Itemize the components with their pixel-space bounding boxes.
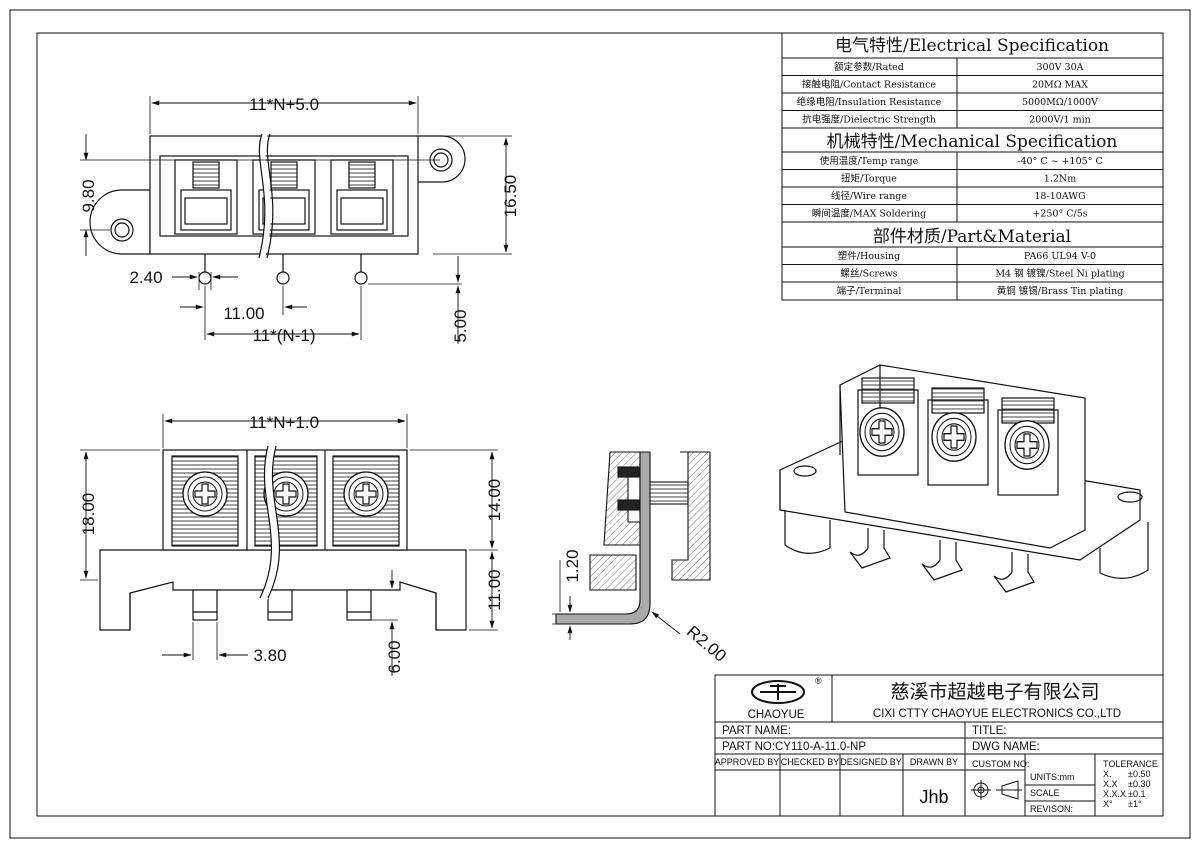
spec-label: 塑件/Housing bbox=[838, 250, 900, 262]
spec-label: 绝缘电阻/Insulation Resistance bbox=[797, 96, 942, 108]
approved-by-label: APPROVED BY bbox=[715, 757, 780, 767]
tolerance-key: X° bbox=[1103, 799, 1113, 809]
dim-section-radius: R2.00 bbox=[683, 622, 730, 666]
dim-pin-diameter: 2.40 bbox=[129, 268, 162, 287]
electrical-spec-title: 电气特性/Electrical Specification bbox=[835, 36, 1109, 56]
custom-no-label: CUSTOM NO: bbox=[972, 759, 1029, 769]
dim-height-1650: 16.50 bbox=[501, 175, 520, 218]
spec-value: 1.2Nm bbox=[1044, 174, 1076, 185]
inner-frame bbox=[36, 32, 1164, 817]
dim-front-width: 11*N+1.0 bbox=[249, 413, 319, 432]
material-spec-title: 部件材质/Part&Material bbox=[873, 227, 1071, 247]
spec-label: 线径/Wire range bbox=[831, 190, 907, 202]
spec-label: 抗电强度/Dielectric Strength bbox=[802, 114, 936, 126]
tolerance-title: TOLERANCE bbox=[1103, 759, 1158, 769]
spec-label: 额定参数/Rated bbox=[834, 61, 904, 73]
spec-label: 螺丝/Screws bbox=[840, 268, 897, 280]
dim-height-980: 9.80 bbox=[79, 179, 98, 212]
part-name-label: PART NAME: bbox=[722, 725, 791, 737]
outer-frame bbox=[9, 9, 1191, 839]
spec-value: PA66 UL94 V-0 bbox=[1024, 251, 1096, 262]
spec-label: 使用温度/Temp range bbox=[820, 155, 919, 167]
spec-label: 扭矩/Torque bbox=[841, 173, 897, 185]
tolerance-key: X. bbox=[1103, 769, 1112, 779]
dim-front-height-18: 18.00 bbox=[79, 493, 98, 536]
tolerance-key: X.X.X bbox=[1103, 789, 1126, 799]
spec-label: 瞬间温度/MAX Soldering bbox=[812, 208, 926, 220]
dim-front-height-11: 11.00 bbox=[485, 569, 504, 610]
svg-text:®: ® bbox=[815, 676, 822, 686]
dim-pin-height-6: 6.00 bbox=[385, 640, 404, 673]
title-label: TITLE: bbox=[972, 725, 1007, 737]
designed-by-label: DESIGNED BY bbox=[840, 757, 902, 767]
company-name-en: CIXI CTTY CHAOYUE ELECTRONICS CO.,LTD bbox=[873, 708, 1121, 720]
dim-front-height-14: 14.00 bbox=[485, 479, 504, 522]
spec-value: -40° C ~ +105° C bbox=[1017, 156, 1102, 167]
spec-value: 黄铜 镀锡/Brass Tin plating bbox=[997, 285, 1124, 297]
tolerance-key: X.X bbox=[1103, 779, 1118, 789]
spec-value: 2000V/1 min bbox=[1029, 115, 1090, 126]
front-view bbox=[80, 414, 498, 676]
dim-pitch-total: 11*(N-1) bbox=[253, 326, 316, 345]
dim-section-thickness: 1.20 bbox=[563, 549, 582, 582]
drawn-by-value: Jhb bbox=[919, 787, 948, 807]
company-logo: ® bbox=[751, 676, 822, 704]
dwg-name-label: DWG NAME: bbox=[972, 741, 1040, 753]
logo-text: CHAOYUE bbox=[748, 709, 805, 721]
part-no-label: PART NO:CY110-A-11.0-NP bbox=[722, 741, 866, 753]
dim-pin-width: 3.80 bbox=[253, 646, 286, 665]
tolerance-value: ±1° bbox=[1128, 799, 1142, 809]
top-view bbox=[80, 96, 512, 344]
projection-symbol bbox=[971, 780, 1022, 800]
spec-value: 300V 30A bbox=[1037, 62, 1084, 73]
specification-table: 电气特性/Electrical Specification 额定参数/Rated… bbox=[781, 32, 1164, 301]
tolerance-value: ±0.50 bbox=[1128, 769, 1150, 779]
isometric-view bbox=[779, 364, 1149, 593]
section-view bbox=[552, 451, 711, 640]
dim-pin-length: 5.00 bbox=[451, 309, 470, 342]
spec-value: 5000MΩ/1000V bbox=[1022, 97, 1098, 108]
tolerance-value: ±0.30 bbox=[1128, 779, 1150, 789]
spec-label: 接触电阻/Contact Resistance bbox=[802, 79, 936, 91]
dim-pitch: 11.00 bbox=[223, 304, 264, 323]
spec-label: 端子/Terminal bbox=[837, 285, 902, 297]
dim-top-width: 11*N+5.0 bbox=[249, 95, 319, 114]
mechanical-spec-title: 机械特性/Mechanical Specification bbox=[827, 132, 1118, 152]
spec-value: 20MΩ MAX bbox=[1032, 80, 1088, 91]
spec-value: +250° C/5s bbox=[1032, 209, 1087, 220]
checked-by-label: CHECKED BY bbox=[781, 757, 840, 767]
company-name-cn: 慈溪市超越电子有限公司 bbox=[890, 681, 1099, 703]
revision-label: REVISON: bbox=[1030, 804, 1073, 814]
scale-label: SCALE bbox=[1030, 788, 1060, 798]
drawn-by-label: DRAWN BY bbox=[910, 757, 958, 767]
spec-value: M4 钢 镀镍/Steel Ni plating bbox=[995, 268, 1124, 280]
spec-value: 18-10AWG bbox=[1034, 191, 1085, 202]
tolerance-value: ±0.1 bbox=[1128, 789, 1145, 799]
units-label: UNITS:mm bbox=[1030, 772, 1075, 782]
